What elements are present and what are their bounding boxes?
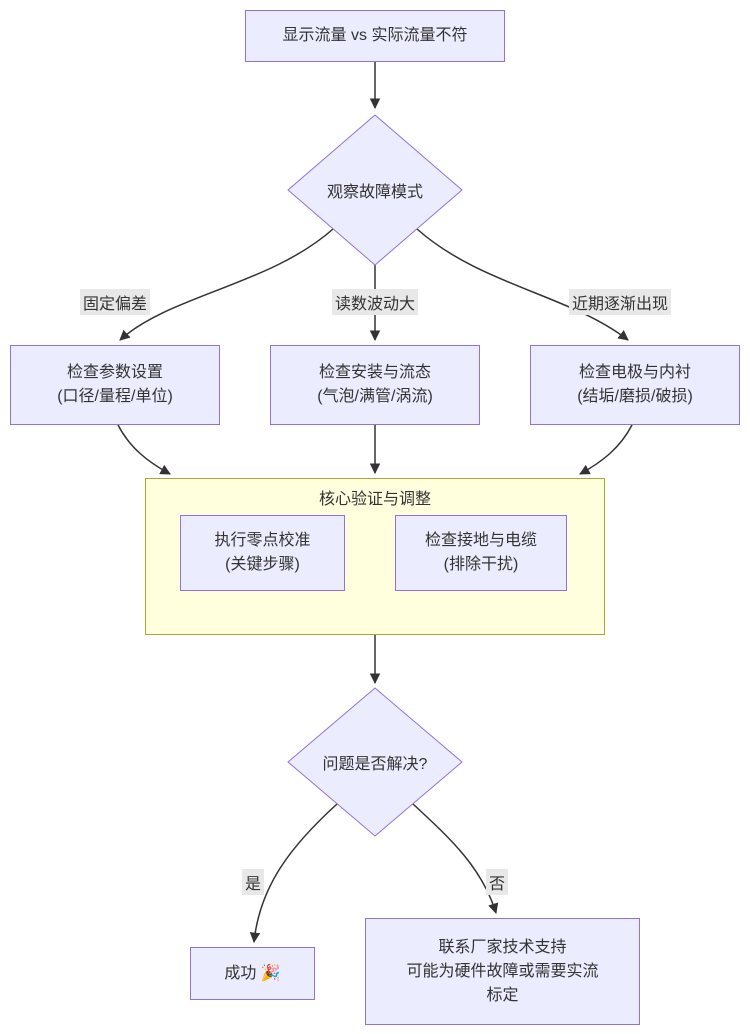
edge-label-fixed-deviation: 固定偏差 [79, 289, 151, 315]
edge-check-params-to-core [117, 424, 171, 475]
node-check-electrode-line1: 检查电极与内衬 [578, 364, 691, 381]
node-success: 成功 🎉 [190, 947, 315, 1000]
edge-resolved-no-to-contact [412, 803, 499, 915]
node-zero-calibration-line1: 执行零点校准 [214, 532, 311, 549]
edge-label-yes: 是 [241, 869, 265, 895]
edge-observe-to-check-params [119, 228, 334, 341]
node-check-params-line1: 检查参数设置 [66, 364, 163, 381]
decision-resolved-shape [287, 687, 463, 837]
node-contact-support: 联系厂家技术支持 可能为硬件故障或需要实流 标定 [365, 918, 640, 1025]
decision-resolved-label: 问题是否解决? [322, 756, 428, 773]
node-start: 显示流量 vs 实际流量不符 [245, 10, 505, 62]
node-ground-cable: 检查接地与电缆 (排除干扰) [395, 515, 567, 591]
edge-label-fluctuation: 读数波动大 [331, 289, 419, 315]
edge-label-gradual: 近期逐渐出现 [568, 289, 672, 315]
edge-check-electrode-to-core [579, 424, 633, 475]
node-check-params-line2: (口径/量程/单位) [57, 388, 173, 405]
decision-observe-shape [287, 114, 463, 266]
node-check-install-line2: (气泡/满管/涡流) [317, 388, 433, 405]
subgraph-core-title: 核心验证与调整 [318, 491, 431, 508]
node-contact-line2: 可能为硬件故障或需要实流 [406, 962, 599, 980]
node-check-electrode-line2: (结垢/磨损/破损) [577, 388, 693, 405]
node-check-params: 检查参数设置 (口径/量程/单位) [10, 345, 220, 425]
node-start-label: 显示流量 vs 实际流量不符 [282, 27, 468, 44]
node-success-label: 成功 🎉 [224, 964, 281, 982]
edge-label-no: 否 [485, 869, 509, 895]
node-zero-calibration-line2: (关键步骤) [225, 556, 300, 573]
node-check-install: 检查安装与流态 (气泡/满管/涡流) [270, 345, 480, 425]
node-check-install-line1: 检查安装与流态 [318, 364, 431, 381]
node-contact-line1: 联系厂家技术支持 [438, 938, 567, 956]
node-check-electrode: 检查电极与内衬 (结垢/磨损/破损) [530, 345, 740, 425]
node-contact-line3: 标定 [486, 986, 519, 1004]
decision-observe-label: 观察故障模式 [326, 184, 424, 201]
edge-resolved-yes-to-success [249, 803, 338, 944]
node-ground-cable-line2: (排除干扰) [443, 556, 519, 573]
edge-observe-to-check-electrode [416, 228, 629, 341]
node-ground-cable-line1: 检查接地与电缆 [424, 532, 537, 549]
node-zero-calibration: 执行零点校准 (关键步骤) [180, 515, 345, 591]
